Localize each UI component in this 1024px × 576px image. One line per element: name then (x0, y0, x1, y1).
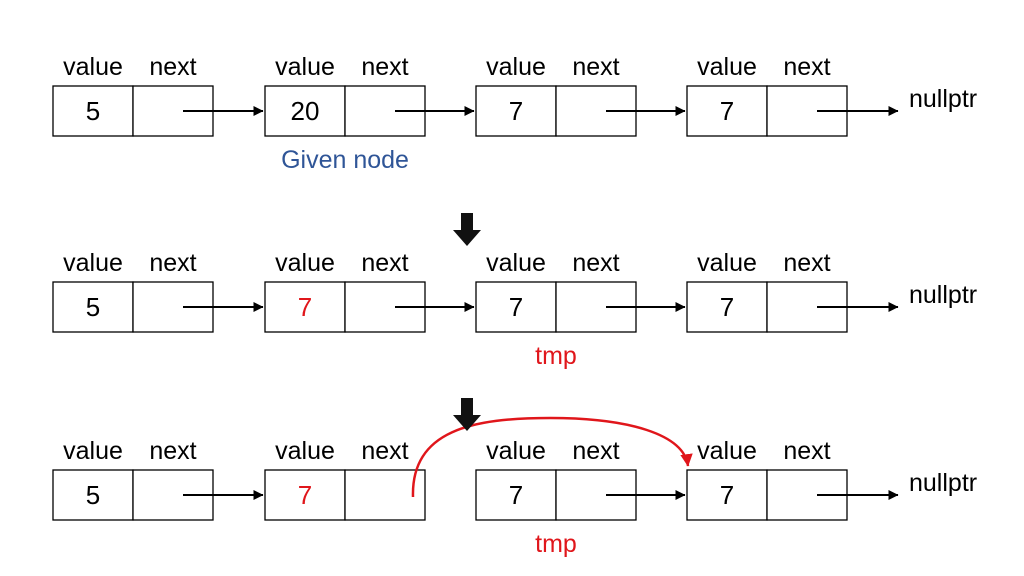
value-header: value (697, 437, 757, 465)
value-header: value (275, 53, 335, 81)
next-header: next (361, 249, 408, 277)
value-cell (264, 85, 346, 137)
list-node: value next 5 (52, 249, 214, 333)
value-cell (52, 469, 134, 521)
next-header: next (572, 249, 619, 277)
next-header: next (783, 437, 830, 465)
next-header: next (783, 53, 830, 81)
next-header: next (572, 53, 619, 81)
next-header: next (361, 437, 408, 465)
node-value: 7 (720, 480, 734, 510)
value-header: value (63, 437, 123, 465)
tmp-label: tmp (535, 342, 577, 370)
tmp-label: tmp (535, 530, 577, 558)
value-cell (264, 469, 346, 521)
next-header: next (149, 249, 196, 277)
value-header: value (697, 53, 757, 81)
value-cell (52, 281, 134, 333)
value-cell (264, 281, 346, 333)
value-header: value (486, 249, 546, 277)
node-value: 5 (86, 96, 100, 126)
node-value: 20 (291, 96, 320, 126)
value-cell (475, 85, 557, 137)
value-cell (475, 281, 557, 333)
list-node: value next 20 (264, 53, 426, 137)
down-arrow-icon (453, 398, 481, 431)
node-value: 5 (86, 292, 100, 322)
nullptr-label: nullptr (909, 85, 977, 113)
list-node: value next 7 (264, 437, 426, 521)
list-node: value next 7 (264, 249, 426, 333)
list-node: value next 7 (475, 437, 637, 521)
value-header: value (275, 437, 335, 465)
list-row-2: value next 5 value next 7 value next 7 value next 7… (52, 249, 977, 370)
value-header: value (63, 53, 123, 81)
list-node: value next 7 (686, 249, 848, 333)
nullptr-label: nullptr (909, 281, 977, 309)
bypass-pointer-arrow (411, 416, 693, 498)
list-row-3: value next 5 value next 7 value next 7 value next 7… (52, 416, 977, 558)
next-cell (344, 469, 426, 521)
value-header: value (275, 249, 335, 277)
node-value: 7 (298, 292, 312, 322)
node-value: 7 (509, 96, 523, 126)
node-value: 7 (720, 96, 734, 126)
value-header: value (697, 249, 757, 277)
node-value: 7 (509, 292, 523, 322)
next-header: next (572, 437, 619, 465)
value-header: value (486, 53, 546, 81)
value-header: value (486, 437, 546, 465)
node-value: 7 (509, 480, 523, 510)
value-cell (686, 469, 768, 521)
list-node: value next 7 (686, 437, 848, 521)
down-arrow-icon (453, 213, 481, 246)
next-header: next (149, 53, 196, 81)
next-header: next (783, 249, 830, 277)
next-header: next (149, 437, 196, 465)
list-node: value next 7 (475, 53, 637, 137)
list-row-1: value next 5 value next 20 value next 7 value next… (52, 53, 977, 174)
list-node: value next 5 (52, 437, 214, 521)
node-value: 5 (86, 480, 100, 510)
list-node: value next 7 (475, 249, 637, 333)
nullptr-label: nullptr (909, 469, 977, 497)
value-header: value (63, 249, 123, 277)
value-cell (686, 85, 768, 137)
list-node: value next 7 (686, 53, 848, 137)
given-node-label: Given node (281, 146, 409, 174)
node-value: 7 (720, 292, 734, 322)
list-node: value next 5 (52, 53, 214, 137)
node-value: 7 (298, 480, 312, 510)
next-header: next (361, 53, 408, 81)
value-cell (52, 85, 134, 137)
